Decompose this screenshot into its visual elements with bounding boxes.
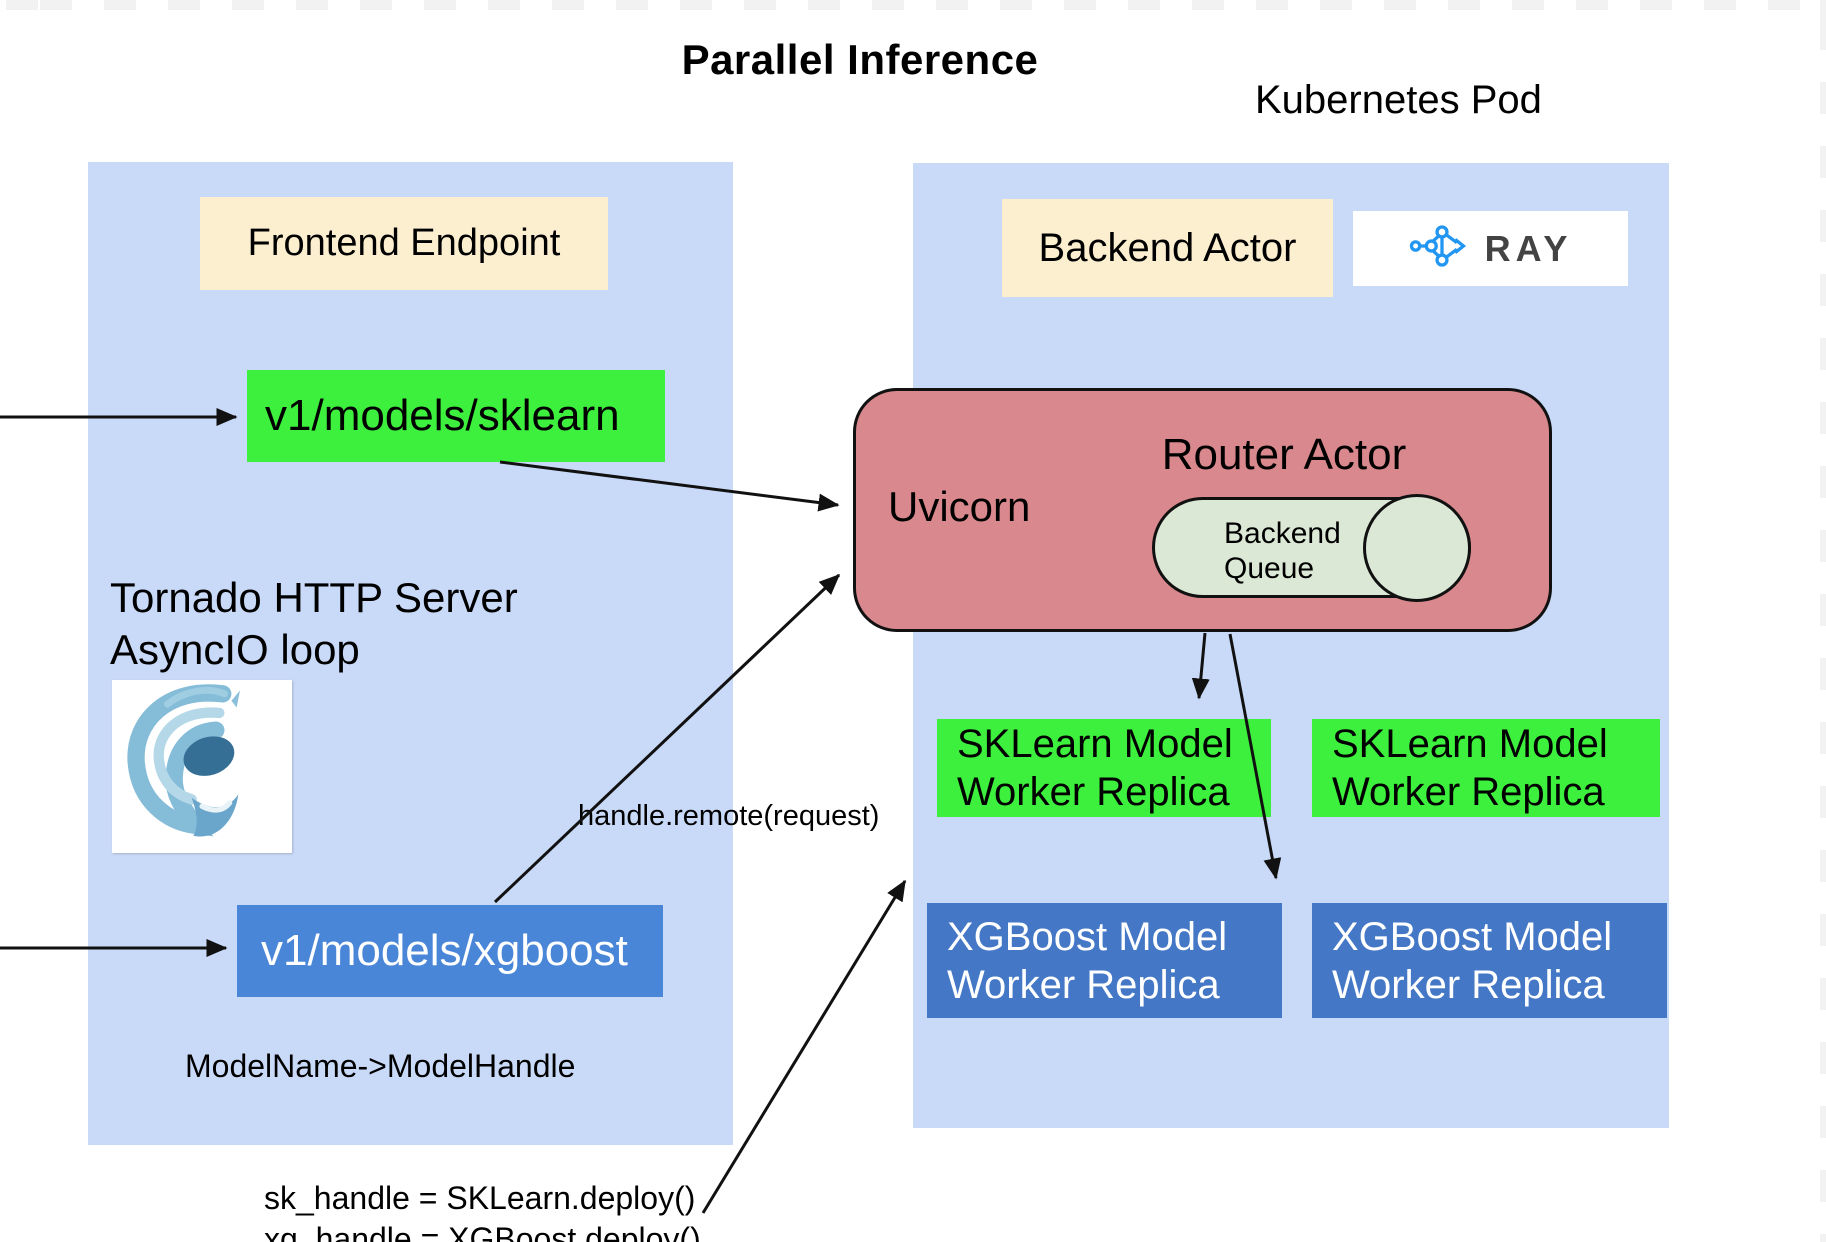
ray-logo-box: RAY	[1353, 211, 1628, 286]
sklearn-route-label: v1/models/sklearn	[265, 391, 620, 440]
deploy-code-line2: xg_handle = XGBoost.deploy()	[264, 1221, 701, 1242]
modelname-modelhandle-label: ModelName->ModelHandle	[185, 1048, 576, 1084]
router-actor-title: Router Actor	[1161, 430, 1407, 479]
arrow-deploy-to-backend	[701, 879, 907, 1214]
sklearn-worker-replica-2: SKLearn Model Worker Replica	[1312, 719, 1660, 817]
page-title: Parallel Inference	[681, 36, 1039, 83]
tornado-server-line1: Tornado HTTP Server	[110, 574, 518, 621]
worker-label-line: XGBoost Model	[1332, 914, 1613, 959]
frontend-endpoint-box: Frontend Endpoint	[200, 197, 608, 290]
transparency-checker-top	[0, 0, 1826, 10]
tornado-server-line2: AsyncIO loop	[110, 626, 360, 673]
backend-actor-box: Backend Actor	[1002, 199, 1333, 297]
deploy-code-line1: sk_handle = SKLearn.deploy()	[264, 1180, 696, 1216]
backend-queue-line2: Queue	[1224, 552, 1315, 585]
tornado-logo-icon	[112, 680, 292, 853]
sklearn-worker-replica-1: SKLearn Model Worker Replica	[937, 719, 1271, 817]
deploy-code-label: sk_handle = SKLearn.deploy() xg_handle =…	[264, 1178, 701, 1242]
worker-label-line: Worker Replica	[1332, 770, 1605, 814]
tornado-server-label: Tornado HTTP Server AsyncIO loop	[110, 572, 590, 676]
xgboost-route-label: v1/models/xgboost	[261, 926, 628, 975]
worker-label-line: Worker Replica	[957, 770, 1230, 814]
worker-label-line: SKLearn Model	[957, 722, 1233, 766]
frontend-endpoint-label: Frontend Endpoint	[247, 222, 561, 264]
xgboost-route-box: v1/models/xgboost	[237, 905, 663, 997]
worker-label-line: XGBoost Model	[947, 914, 1228, 959]
ray-logo-icon	[1409, 220, 1475, 277]
transparency-checker-right	[1820, 0, 1826, 1242]
ray-wordmark: RAY	[1484, 227, 1573, 269]
worker-label-line: Worker Replica	[1332, 962, 1605, 1007]
backend-queue-cylinder-cap	[1363, 494, 1471, 602]
uvicorn-label: Uvicorn	[888, 483, 1031, 530]
backend-queue-line1: Backend	[1224, 517, 1341, 550]
xgboost-worker-replica-2: XGBoost Model Worker Replica	[1312, 903, 1667, 1018]
xgboost-worker-replica-1: XGBoost Model Worker Replica	[927, 903, 1282, 1018]
handle-remote-label: handle.remote(request)	[578, 800, 880, 832]
worker-label-line: SKLearn Model	[1332, 722, 1608, 766]
backend-queue-label: Backend Queue	[1224, 516, 1341, 586]
kubernetes-pod-label: Kubernetes Pod	[1255, 78, 1542, 122]
backend-actor-label: Backend Actor	[1038, 225, 1297, 270]
worker-label-line: Worker Replica	[947, 962, 1220, 1007]
sklearn-route-box: v1/models/sklearn	[247, 370, 665, 462]
